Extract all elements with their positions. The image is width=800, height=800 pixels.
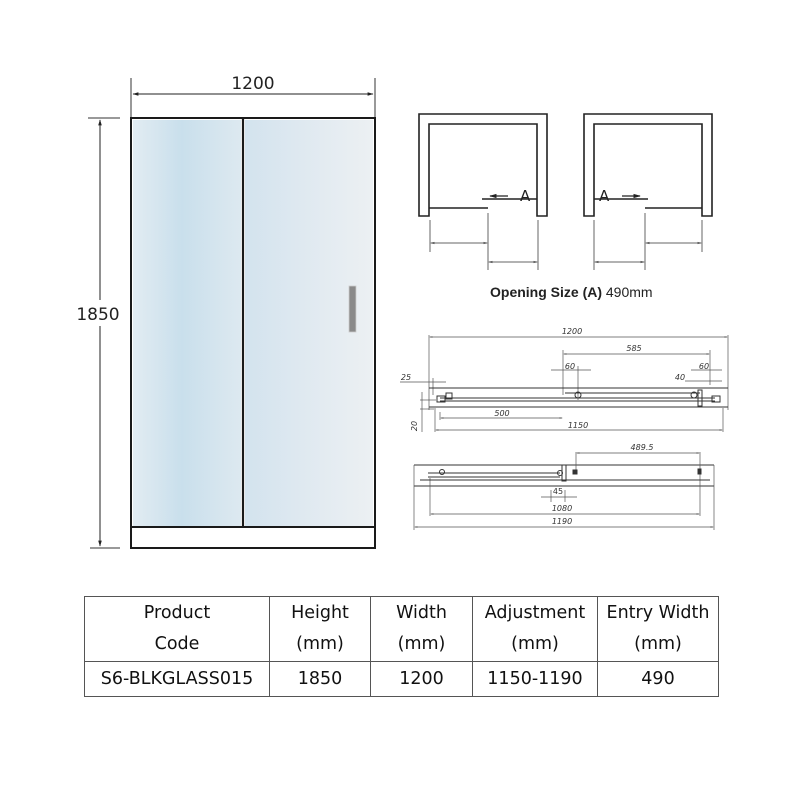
opening-marker-right: A — [599, 187, 610, 205]
opening-diagram-left — [418, 113, 548, 270]
dim-1190: 1190 — [552, 517, 572, 526]
dim-25: 25 — [401, 373, 411, 382]
opening-size-value: 490mm — [605, 284, 653, 300]
opening-size-caption: Opening Size (A) 490mm — [490, 284, 653, 300]
header-entry-width: Entry Width(mm) — [597, 596, 719, 662]
cell-product-code: S6-BLKGLASS015 — [84, 661, 270, 697]
front-view: 1200 1850 — [76, 74, 376, 549]
cell-entry-width: 490 — [597, 661, 719, 697]
header-height: Height(mm) — [269, 596, 371, 662]
dim-1080: 1080 — [552, 504, 572, 513]
header-width: Width(mm) — [370, 596, 473, 662]
door-handle — [348, 285, 357, 333]
fixed-glass-panel — [133, 120, 241, 526]
opening-diagram-right — [583, 113, 713, 270]
table-row: S6-BLKGLASS015 1850 1200 1150-1190 490 — [84, 661, 719, 697]
dim-40: 40 — [675, 373, 685, 382]
dim-60-right: 60 — [699, 362, 709, 371]
header-adjustment: Adjustment(mm) — [472, 596, 598, 662]
technical-drawing: 1200 1850 A — [76, 74, 729, 549]
plan-view-top: 1200 585 60 60 40 25 20 500 1150 — [400, 327, 729, 432]
opening-marker-left: A — [520, 187, 531, 205]
cell-height: 1850 — [269, 661, 371, 697]
dim-1200: 1200 — [562, 327, 582, 336]
dim-1150: 1150 — [568, 421, 588, 430]
dim-20: 20 — [410, 421, 419, 431]
dim-585: 585 — [626, 344, 641, 353]
plan-view-bottom: 489.5 45 1080 1190 — [413, 443, 715, 530]
height-dimension-label: 1850 — [76, 305, 119, 325]
dim-489-5: 489.5 — [631, 443, 654, 452]
cell-adjustment: 1150-1190 — [472, 661, 598, 697]
cell-width: 1200 — [370, 661, 473, 697]
dim-500: 500 — [494, 409, 509, 418]
opening-size-label: Opening Size (A) — [490, 284, 602, 300]
width-dimension-label: 1200 — [231, 74, 274, 94]
dim-60-center: 60 — [565, 362, 575, 371]
dim-45: 45 — [553, 487, 563, 496]
